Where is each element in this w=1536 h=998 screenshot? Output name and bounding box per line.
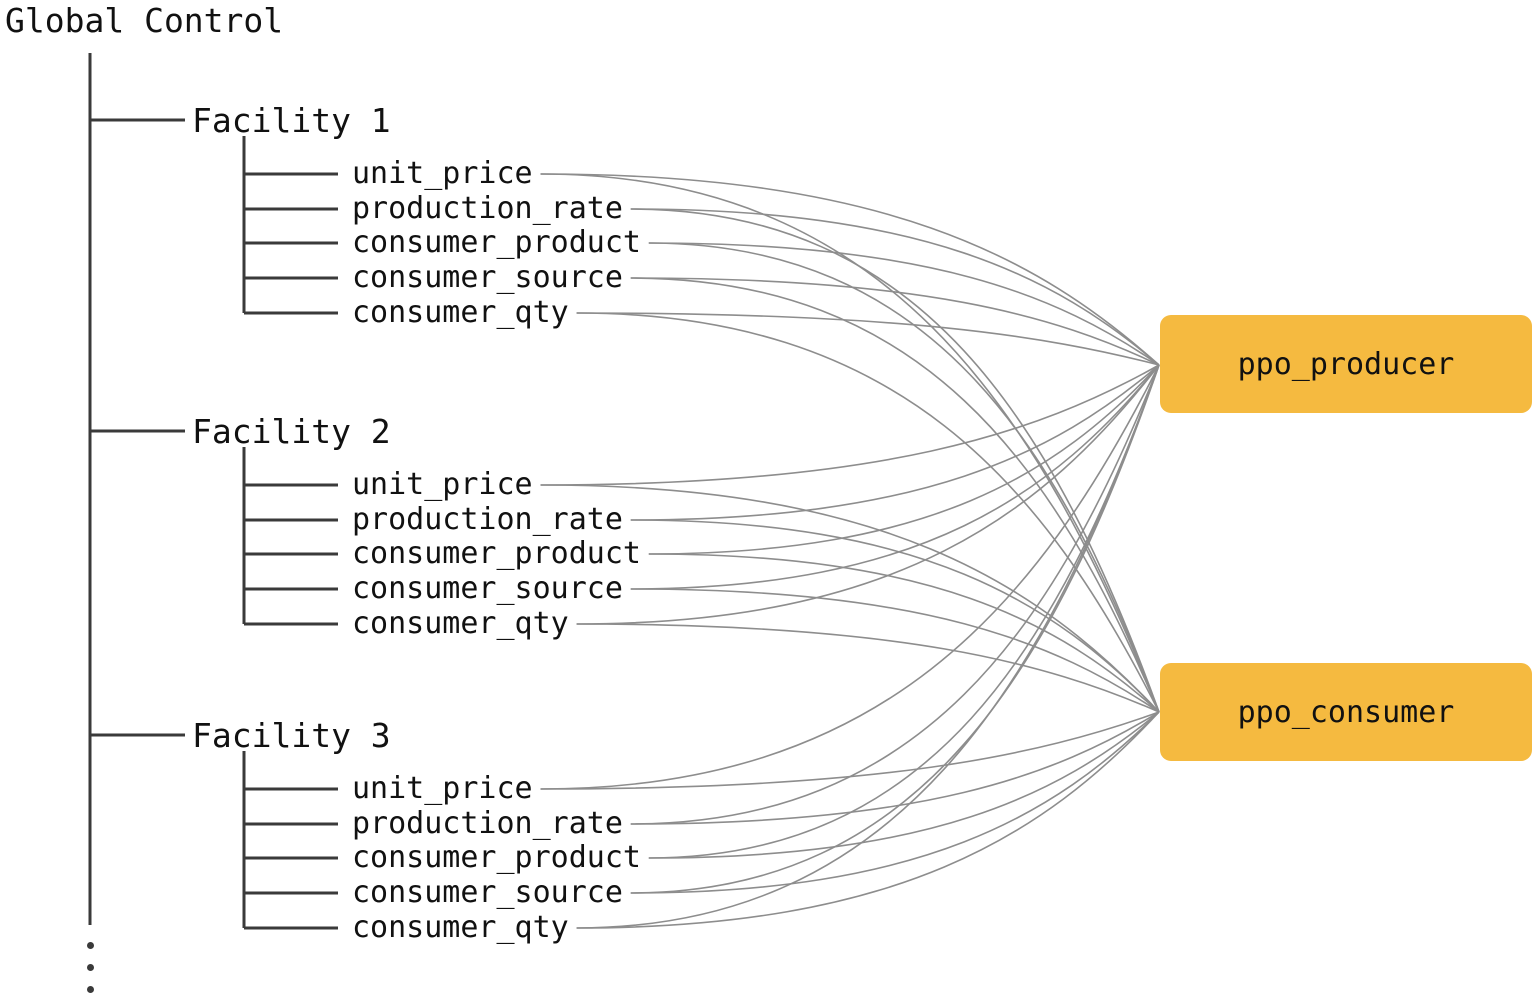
- agent-box-label-ppo-producer: ppo_producer: [1237, 346, 1455, 382]
- leaf-node-label-1-production-rate: production_rate: [352, 191, 623, 226]
- leaf-node-label-3-production-rate: production_rate: [352, 806, 623, 841]
- leaf-node-label-1-consumer-product: consumer_product: [352, 225, 641, 260]
- leaf-node-label-3-consumer-source: consumer_source: [352, 875, 623, 910]
- agent-box-ppo-producer[interactable]: ppo_producer: [1160, 315, 1532, 413]
- vertical-ellipsis-dot-2: [87, 964, 94, 971]
- edge-f2-leaf2-to-agent1: [630, 364, 1160, 521]
- agent-box-label-ppo-consumer: ppo_consumer: [1237, 694, 1455, 730]
- leaf-node-label-2-consumer-qty: consumer_qty: [352, 606, 569, 641]
- agent-box-ppo-consumer[interactable]: ppo_consumer: [1160, 663, 1532, 761]
- edge-f1-leaf4-to-agent1: [630, 277, 1160, 366]
- edge-f2-leaf2-to-agent2: [630, 519, 1160, 713]
- edge-f3-leaf1-to-agent1: [540, 364, 1160, 790]
- edge-f1-leaf4-to-agent2: [630, 277, 1160, 713]
- edge-f1-leaf3-to-agent2: [648, 242, 1160, 713]
- root-node-label: Global Control: [5, 1, 284, 40]
- edge-f1-leaf3-to-agent1: [648, 242, 1160, 366]
- edge-f3-leaf1-to-agent2: [540, 711, 1160, 790]
- edge-f2-leaf1-to-agent1: [540, 364, 1160, 486]
- edge-f1-leaf5-to-agent1: [576, 312, 1160, 366]
- leaf-node-label-2-consumer-product: consumer_product: [352, 536, 641, 571]
- leaf-node-label-1-unit-price: unit_price: [352, 156, 533, 191]
- edge-f2-leaf3-to-agent1: [648, 364, 1160, 555]
- leaf-node-label-1-consumer-source: consumer_source: [352, 260, 623, 295]
- edge-f2-leaf3-to-agent2: [648, 553, 1160, 713]
- vertical-ellipsis-dot-1: [87, 942, 94, 949]
- facility-node-label-1: Facility 1: [192, 101, 391, 140]
- edge-f3-leaf2-to-agent2: [630, 711, 1160, 825]
- edge-f2-leaf4-to-agent1: [630, 364, 1160, 590]
- edge-f3-leaf2-to-agent1: [630, 364, 1160, 825]
- edge-f3-leaf4-to-agent2: [630, 711, 1160, 894]
- edge-f3-leaf5-to-agent2: [576, 711, 1160, 929]
- edge-f2-leaf5-to-agent1: [576, 364, 1160, 625]
- edge-f1-leaf5-to-agent2: [576, 312, 1160, 713]
- edge-f2-leaf1-to-agent2: [540, 484, 1160, 713]
- leaf-node-label-2-production-rate: production_rate: [352, 502, 623, 537]
- leaf-node-label-3-consumer-product: consumer_product: [352, 840, 641, 875]
- vertical-ellipsis-dot-3: [87, 986, 94, 993]
- edge-f2-leaf5-to-agent2: [576, 623, 1160, 713]
- edge-f1-leaf2-to-agent1: [630, 208, 1160, 366]
- leaf-node-label-3-consumer-qty: consumer_qty: [352, 910, 569, 945]
- edge-f1-leaf2-to-agent2: [630, 208, 1160, 713]
- edge-f3-leaf3-to-agent1: [648, 364, 1160, 859]
- edge-f2-leaf4-to-agent2: [630, 588, 1160, 713]
- leaf-node-label-2-consumer-source: consumer_source: [352, 571, 623, 606]
- edge-f1-leaf1-to-agent1: [540, 173, 1160, 366]
- edge-f3-leaf4-to-agent1: [630, 364, 1160, 894]
- facility-node-label-3: Facility 3: [192, 716, 391, 755]
- edge-f3-leaf5-to-agent1: [576, 364, 1160, 929]
- edge-f3-leaf3-to-agent2: [648, 711, 1160, 859]
- facility-node-label-2: Facility 2: [192, 412, 391, 451]
- leaf-node-label-3-unit-price: unit_price: [352, 771, 533, 806]
- leaf-node-label-2-unit-price: unit_price: [352, 467, 533, 502]
- leaf-node-label-1-consumer-qty: consumer_qty: [352, 295, 569, 330]
